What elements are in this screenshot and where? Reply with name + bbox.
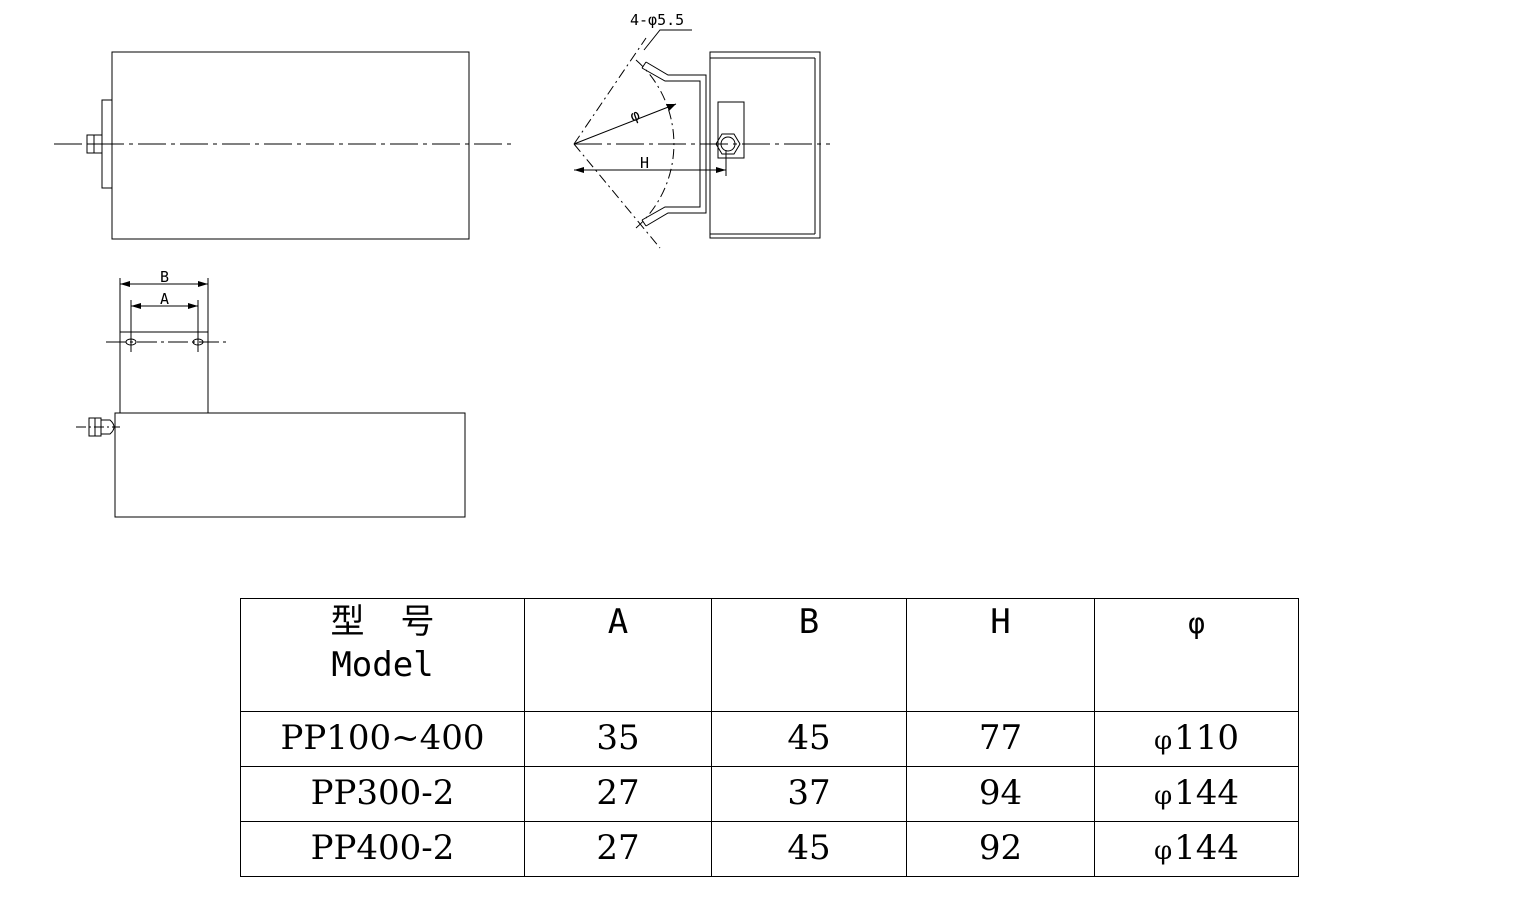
- cell-model: PP300-2: [240, 766, 525, 822]
- header-b: B: [711, 598, 907, 712]
- table-row: PP300-2 27 37 94 φ144: [240, 766, 1299, 822]
- top-view-body: [114, 412, 466, 518]
- cell-b: 45: [711, 821, 907, 877]
- side-view-boss: [717, 101, 745, 159]
- cell-phi-value: 144: [1174, 828, 1240, 869]
- side-view-body: [709, 51, 821, 239]
- front-view: [54, 51, 512, 240]
- cell-b: 37: [711, 766, 907, 822]
- side-view-hole-leader: [643, 29, 692, 51]
- spec-table: 型号 Model A B H φ PP100~400 35 45 77 φ110…: [240, 598, 1299, 877]
- cell-phi: φ110: [1094, 711, 1299, 767]
- cell-h: 92: [906, 821, 1095, 877]
- cell-a: 27: [524, 821, 712, 877]
- header-phi: φ: [1094, 598, 1299, 712]
- front-view-body: [111, 51, 470, 240]
- header-phi-label: φ: [1188, 607, 1205, 640]
- side-view-nut: [715, 133, 741, 155]
- header-model: 型号 Model: [240, 598, 525, 712]
- top-view-bracket: [119, 331, 209, 414]
- top-view: [76, 278, 466, 518]
- cell-model: PP100~400: [240, 711, 525, 767]
- header-model-en: Model: [331, 645, 434, 686]
- cell-model: PP400-2: [240, 821, 525, 877]
- cell-phi: φ144: [1094, 766, 1299, 822]
- dim-label-h: H: [640, 154, 649, 172]
- header-a: A: [524, 598, 712, 712]
- cell-phi-value: 144: [1174, 773, 1240, 814]
- cell-phi-symbol: φ: [1153, 781, 1173, 812]
- side-view: [573, 29, 830, 249]
- cell-phi-symbol: φ: [1153, 836, 1173, 867]
- cell-phi-symbol: φ: [1153, 726, 1173, 757]
- cell-a: 35: [524, 711, 712, 767]
- technical-drawing: 4-φ5.5 φ H B A: [54, 11, 830, 518]
- side-view-phi-leader: [573, 103, 677, 145]
- cell-phi: φ144: [1094, 821, 1299, 877]
- header-h: H: [906, 598, 1095, 712]
- dim-label-a: A: [160, 290, 169, 308]
- cell-h: 94: [906, 766, 1095, 822]
- cell-h: 77: [906, 711, 1095, 767]
- table-row: PP100~400 35 45 77 φ110: [240, 711, 1299, 767]
- cell-a: 27: [524, 766, 712, 822]
- header-model-cn: 型号: [330, 602, 471, 642]
- table-row: PP400-2 27 45 92 φ144: [240, 821, 1299, 877]
- cell-phi-value: 110: [1174, 718, 1240, 759]
- cell-b: 45: [711, 711, 907, 767]
- hole-label: 4-φ5.5: [630, 11, 684, 29]
- dim-label-b: B: [160, 268, 169, 286]
- table-header-row: 型号 Model A B H φ: [240, 598, 1299, 712]
